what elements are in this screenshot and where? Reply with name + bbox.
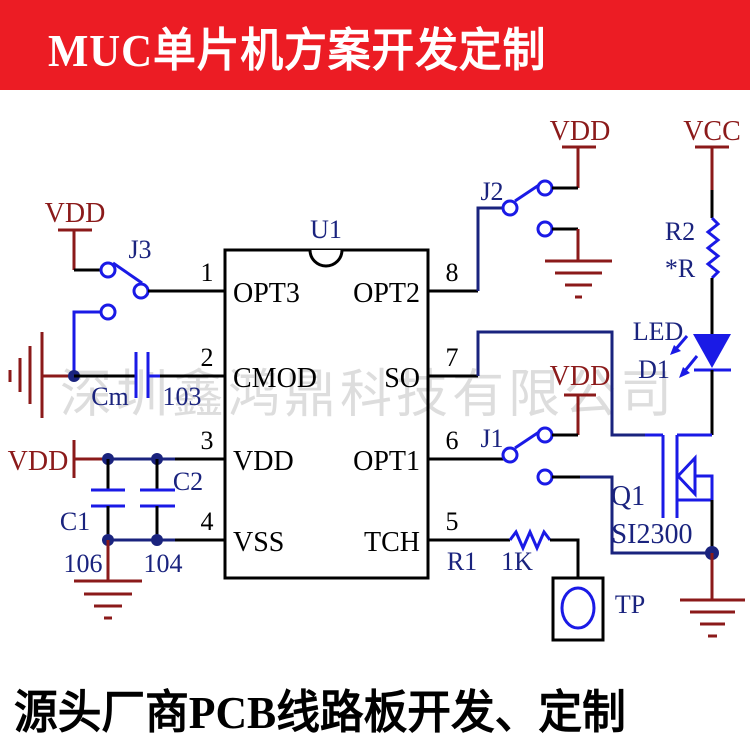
vdd-label-j1: VDD bbox=[550, 361, 611, 392]
c2-ref: C2 bbox=[173, 467, 203, 496]
r1-ref: R1 bbox=[447, 547, 477, 576]
jumper-j3: VDD J3 bbox=[45, 198, 152, 376]
footer-title: 源头厂商PCB线路板开发、定制 bbox=[14, 687, 626, 738]
c1-value: 106 bbox=[64, 549, 103, 578]
pin-7-num: 7 bbox=[446, 343, 459, 372]
pin-5-num: 5 bbox=[446, 507, 459, 536]
vdd-label-left: VDD bbox=[8, 446, 69, 477]
c2-value: 104 bbox=[144, 549, 183, 578]
pin-6-name: OPT1 bbox=[353, 446, 420, 477]
ic-notch bbox=[308, 249, 344, 268]
r2-value: *R bbox=[665, 254, 696, 283]
wire bbox=[476, 330, 645, 437]
cm-value: 103 bbox=[163, 382, 202, 411]
j3-lever bbox=[112, 261, 143, 285]
led-arrow bbox=[679, 367, 690, 378]
j3-contact-2 bbox=[132, 282, 150, 300]
pin-8-num: 8 bbox=[446, 258, 459, 287]
decoupling-caps: VDD C2 C1 106 104 bbox=[8, 440, 225, 620]
c1-ref: C1 bbox=[60, 507, 90, 536]
j3-contact-1 bbox=[99, 261, 117, 279]
q1-part: SI2300 bbox=[612, 519, 693, 550]
mosfet-q1: Q1 SI2300 bbox=[611, 433, 745, 638]
tp-ref: TP bbox=[615, 590, 645, 619]
led-arrow bbox=[670, 345, 681, 355]
footer-banner: 源头厂商PCB线路板开发、定制 bbox=[0, 662, 750, 750]
pin-2-num: 2 bbox=[201, 343, 214, 372]
pin-6-num: 6 bbox=[446, 426, 459, 455]
pin-4-name: VSS bbox=[233, 527, 284, 558]
led-type: LED bbox=[633, 317, 684, 346]
j1-ref: J1 bbox=[480, 424, 503, 453]
r1-resistor bbox=[508, 528, 552, 552]
body-diode-arrow bbox=[675, 454, 697, 498]
j2-contact-3 bbox=[536, 220, 554, 238]
r2-resistor bbox=[705, 216, 721, 280]
jumper-j1: J1 VDD bbox=[480, 361, 712, 555]
led-branch: VCC R2 *R LED D1 bbox=[633, 116, 741, 435]
header-title: MUC单片机方案开发定制 bbox=[48, 25, 547, 76]
j2-contact-2 bbox=[536, 179, 554, 197]
pin-7-name: SO bbox=[384, 363, 420, 394]
pin-8-name: OPT2 bbox=[353, 278, 420, 309]
so-gate-net bbox=[476, 330, 645, 437]
wire bbox=[72, 310, 100, 376]
j2-ref: J2 bbox=[480, 177, 503, 206]
wire bbox=[580, 475, 712, 555]
vdd-label-j3: VDD bbox=[45, 198, 106, 229]
vcc-label: VCC bbox=[683, 116, 741, 147]
pin-3-num: 3 bbox=[201, 426, 214, 455]
pin-3-name: VDD bbox=[233, 446, 294, 477]
ic-ref: U1 bbox=[310, 215, 342, 244]
pin-2-name: CMOD bbox=[233, 363, 317, 394]
cm-network: Cm 103 bbox=[8, 332, 225, 418]
led-triangle bbox=[693, 334, 731, 368]
touch-pad-circle bbox=[560, 586, 596, 630]
wire bbox=[476, 206, 504, 291]
j3-ref: J3 bbox=[128, 235, 151, 264]
r2-ref: R2 bbox=[665, 217, 695, 246]
r1-value: 1K bbox=[501, 547, 533, 576]
led-ref: D1 bbox=[638, 355, 670, 384]
cm-ref: Cm bbox=[91, 382, 129, 411]
jumper-j2: J2 VDD bbox=[476, 116, 612, 299]
j1-contact-3 bbox=[536, 468, 554, 486]
ic-u1: U1 1 2 3 4 OPT3 CMOD VDD VSS 8 7 6 5 OPT… bbox=[150, 215, 505, 580]
schematic-diagram: U1 1 2 3 4 OPT3 CMOD VDD VSS 8 7 6 5 OPT… bbox=[8, 116, 745, 642]
q1-ref: Q1 bbox=[611, 481, 645, 512]
pin-1-name: OPT3 bbox=[233, 278, 300, 309]
header-banner: MUC单片机方案开发定制 bbox=[0, 0, 750, 90]
vdd-label-j2: VDD bbox=[550, 116, 611, 147]
touch-input: R1 1K TP bbox=[447, 528, 645, 642]
pin-1-num: 1 bbox=[201, 258, 214, 287]
pin-5-name: TCH bbox=[364, 527, 420, 558]
j3-contact-3 bbox=[99, 303, 117, 321]
junction-dot bbox=[151, 534, 163, 546]
j1-contact-1 bbox=[501, 446, 519, 464]
j1-contact-2 bbox=[536, 426, 554, 444]
pin-4-num: 4 bbox=[201, 507, 214, 536]
j2-contact-1 bbox=[501, 199, 519, 217]
